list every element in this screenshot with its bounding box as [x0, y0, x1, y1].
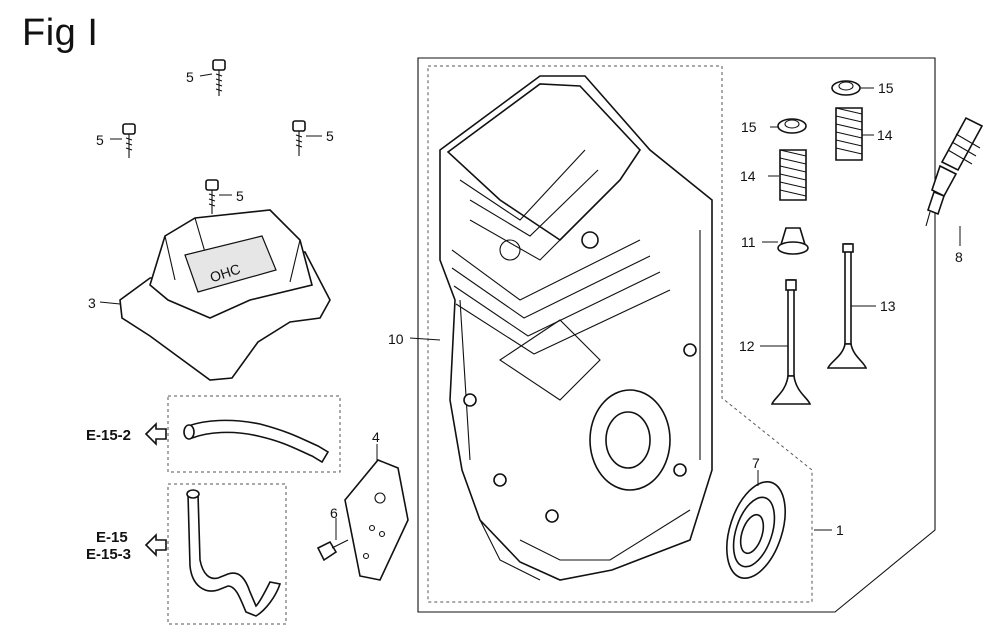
callout-15-left: 15 — [741, 119, 757, 135]
callout-11: 11 — [741, 234, 756, 250]
crankcase-block[interactable] — [409, 75, 713, 581]
bolt-6[interactable] — [316, 518, 349, 562]
callout-5-left: 5 — [96, 132, 104, 148]
valve-exhaust-13[interactable] — [826, 243, 876, 369]
svg-text:E-15-2: E-15-2 — [86, 427, 131, 444]
callout-5-mid: 5 — [236, 188, 244, 204]
callout-3: 3 — [88, 295, 96, 311]
callout-5-top: 5 — [186, 69, 194, 85]
callout-6: 6 — [330, 505, 338, 521]
callout-4: 4 — [372, 429, 380, 445]
callout-12: 12 — [739, 338, 755, 354]
breather-plate[interactable] — [344, 444, 409, 581]
valve-stem-seal[interactable] — [762, 227, 809, 255]
bolt-5-right[interactable] — [292, 120, 322, 156]
callout-10: 10 — [388, 331, 404, 347]
valve-spring-14-right[interactable] — [835, 107, 874, 161]
spark-plug[interactable] — [925, 116, 984, 246]
oil-seal[interactable] — [716, 470, 796, 586]
breather-tube-upper[interactable] — [167, 395, 341, 473]
bolt-5-left[interactable] — [110, 123, 136, 158]
valve-intake-12[interactable] — [760, 279, 812, 405]
valve-retainer-15-right[interactable] — [831, 80, 874, 96]
callout-14-right: 14 — [877, 127, 893, 143]
svg-text:E-15: E-15 — [96, 529, 128, 546]
figure-title: Fig I — [22, 12, 99, 54]
callout-15-right: 15 — [878, 80, 894, 96]
callout-7: 7 — [752, 455, 760, 471]
reference-e-15-2[interactable]: E-15-2 — [86, 422, 167, 446]
valve-retainer-15-left[interactable] — [770, 118, 807, 134]
callout-13: 13 — [880, 298, 896, 314]
callout-8: 8 — [955, 249, 963, 265]
callout-1: 1 — [836, 522, 844, 538]
svg-text:E-15-3: E-15-3 — [86, 546, 131, 563]
callout-5-right: 5 — [326, 128, 334, 144]
bolt-5-mid[interactable] — [205, 179, 232, 214]
valve-spring-14-left[interactable] — [768, 149, 807, 201]
crankcase-assembly-box — [417, 57, 936, 613]
callout-14-left: 14 — [740, 168, 756, 184]
breather-tube-lower[interactable] — [167, 483, 287, 625]
bolt-5-top[interactable] — [199, 59, 226, 96]
head-cover[interactable]: OHC — [99, 209, 331, 381]
reference-e-15[interactable]: E-15 E-15-3 — [86, 529, 167, 563]
